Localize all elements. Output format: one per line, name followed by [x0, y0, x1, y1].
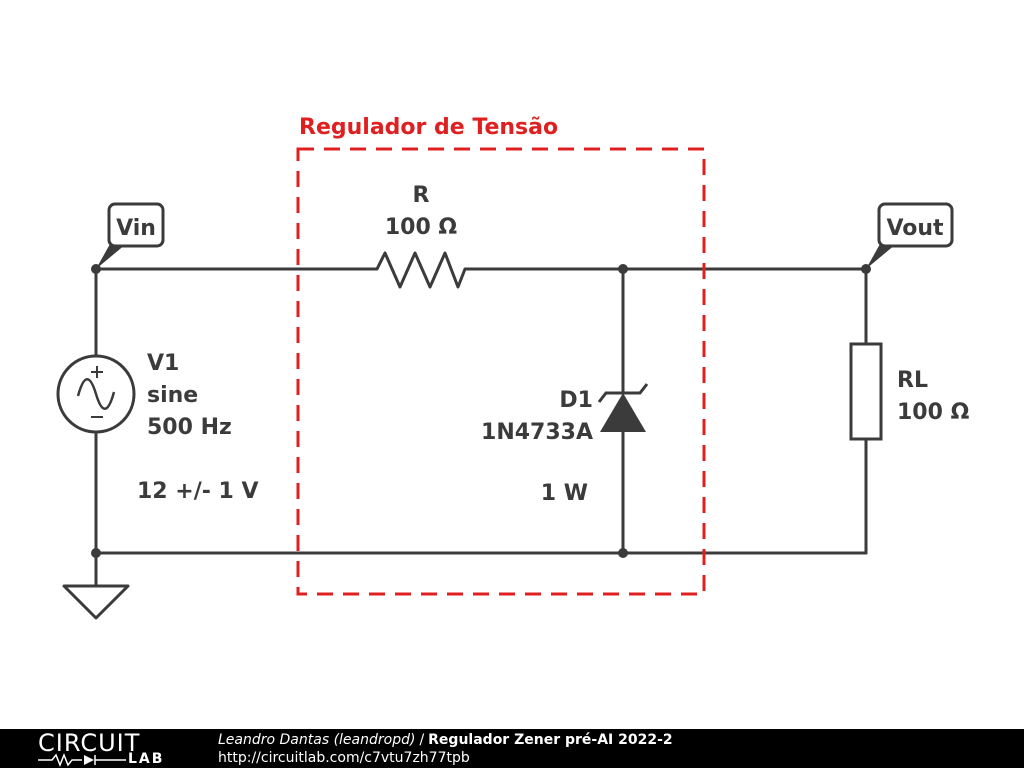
- source-v1-type: sine: [147, 383, 198, 408]
- sine-source-icon[interactable]: [56, 354, 136, 434]
- author-link[interactable]: Leandro Dantas (leandropd): [218, 732, 416, 748]
- junctions: [91, 264, 871, 558]
- circuit-schematic: R 100 Ω V1 sine 500 Hz 12 +/- 1 V D1 1N4…: [56, 115, 970, 620]
- circuitlab-logo[interactable]: CIRCUIT LAB: [38, 731, 178, 767]
- source-v1-amplitude: 12 +/- 1 V: [137, 479, 259, 504]
- source-v1-frequency: 500 Hz: [147, 415, 232, 440]
- junction-top-zener: [618, 264, 628, 274]
- probe-vin[interactable]: Vin: [96, 202, 165, 269]
- junction-bottom-zener: [618, 548, 628, 558]
- load-rl-name: RL: [897, 368, 928, 393]
- probe-icon: [96, 244, 126, 269]
- circuit-url-link[interactable]: http://circuitlab.com/c7vtu7zh77tpb: [218, 750, 470, 766]
- logo-text-lab: LAB: [128, 751, 165, 767]
- circuit-title: Regulador Zener pré-AI 2022-2: [428, 732, 673, 748]
- regulator-box: [296, 147, 706, 596]
- ground-icon: [62, 584, 130, 620]
- resistor-r-name: R: [413, 183, 430, 208]
- load-resistor-icon[interactable]: [849, 342, 883, 441]
- logo-text-circuit: CIRCUIT: [38, 729, 141, 757]
- wires: [94, 267, 868, 588]
- probe-vout[interactable]: Vout: [866, 202, 954, 269]
- credit-line: Leandro Dantas (leandropd)/Regulador Zen…: [218, 731, 673, 749]
- zener-d1-name: D1: [559, 388, 593, 413]
- zener-diode-icon[interactable]: [597, 383, 649, 432]
- resistor-r-value: 100 Ω: [385, 215, 458, 240]
- probe-vin-label: Vin: [116, 216, 156, 241]
- regulator-box-title: Regulador de Tensão: [299, 115, 558, 140]
- load-rl-value: 100 Ω: [897, 400, 970, 425]
- probe-icon: [866, 244, 896, 269]
- zener-d1-part: 1N4733A: [481, 420, 593, 445]
- credit-separator: /: [419, 732, 425, 748]
- zener-d1-power: 1 W: [541, 481, 588, 506]
- source-v1-name: V1: [147, 351, 179, 376]
- probe-vout-label: Vout: [886, 216, 944, 241]
- logo-wave-icon: [38, 753, 126, 767]
- junction-bottom-left: [91, 548, 101, 558]
- resistor-icon[interactable]: [375, 251, 467, 289]
- footer-bar: CIRCUIT LAB Leandro Dantas (leandropd)/R…: [0, 729, 1024, 768]
